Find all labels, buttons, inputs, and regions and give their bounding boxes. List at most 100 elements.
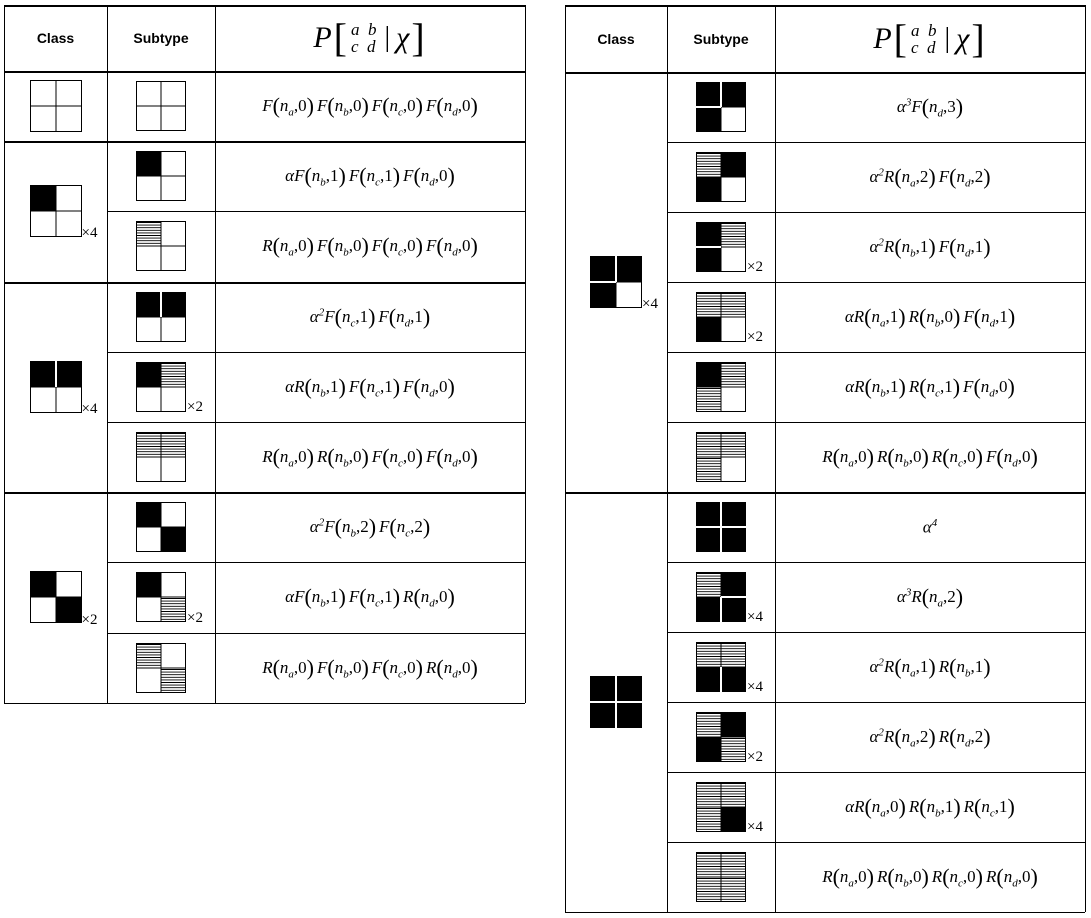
subtype-tile-icon xyxy=(696,852,746,902)
class-tile-icon xyxy=(29,360,82,413)
table-rule xyxy=(4,702,525,704)
subtype-cell xyxy=(667,282,775,352)
probability-formula-cell: R(na,0)R(nb,0)F(nc,0)F(nd,0) xyxy=(215,422,525,492)
subtype-cell xyxy=(667,142,775,212)
hatched-quadrant xyxy=(696,808,721,832)
subtype-cell xyxy=(107,422,215,492)
probability-formula-cell: α3R(na,2) xyxy=(775,562,1085,632)
subtype-cell xyxy=(107,352,215,422)
table-rule xyxy=(667,842,1085,843)
probability-formula-cell: α2R(na,1)R(nb,1) xyxy=(775,632,1085,702)
class-multiplicity: ×4 xyxy=(81,400,98,417)
column-rule xyxy=(525,5,526,703)
class-multiplicity: ×4 xyxy=(642,296,658,312)
filled-quadrant xyxy=(721,597,746,622)
subtype-cell xyxy=(667,212,775,282)
probability-formula: R(na,0)R(nb,0)F(nc,0)F(nd,0) xyxy=(262,444,478,470)
prob-condition: χ xyxy=(396,21,410,54)
hatched-quadrant xyxy=(696,643,721,668)
subtype-tile-icon xyxy=(136,432,186,483)
subtype-multiplicity: ×2 xyxy=(747,749,763,765)
filled-quadrant xyxy=(161,291,186,317)
hatched-quadrant xyxy=(721,363,746,388)
hatched-quadrant xyxy=(161,598,186,623)
subtype-cell xyxy=(667,842,775,912)
prob-symbol: P xyxy=(873,21,892,55)
table-rule xyxy=(667,422,1085,423)
filled-quadrant xyxy=(721,712,746,737)
filled-quadrant xyxy=(29,360,56,387)
probability-formula: F(na,0)F(nb,0)F(nc,0)F(nd,0) xyxy=(262,93,478,119)
subtype-tile-icon xyxy=(696,502,746,552)
class-tile-icon xyxy=(29,571,82,624)
table-rule xyxy=(107,562,525,564)
hatched-quadrant xyxy=(136,222,161,247)
hatched-quadrant xyxy=(721,643,746,668)
table-rule xyxy=(4,281,525,284)
filled-quadrant xyxy=(721,82,746,107)
class-cell xyxy=(4,71,107,141)
probability-formula: αR(na,0)R(nb,1)R(nc,1) xyxy=(845,794,1015,820)
class-cell xyxy=(4,141,107,281)
subtype-cell xyxy=(667,702,775,772)
table-rule xyxy=(667,282,1085,283)
class-tile-icon xyxy=(29,185,82,238)
probability-formula: αF(nb,1)F(nc,1)R(nd,0) xyxy=(285,584,455,610)
probability-formula: αR(na,1)R(nb,0)F(nd,1) xyxy=(844,304,1016,330)
table-rule xyxy=(4,5,525,7)
filled-quadrant xyxy=(136,361,161,387)
subtype-cell xyxy=(667,772,775,842)
subtype-tile-icon xyxy=(696,782,746,832)
subtype-multiplicity: ×4 xyxy=(747,609,763,625)
filled-quadrant xyxy=(590,256,616,282)
filled-quadrant xyxy=(721,152,746,177)
filled-quadrant xyxy=(136,572,161,598)
column-rule xyxy=(1085,5,1086,912)
subtype-tile-icon xyxy=(136,81,186,132)
column-rule xyxy=(775,5,776,912)
probability-formula-cell: α2R(na,2)F(nd,2) xyxy=(775,142,1085,212)
probability-formula-cell: αR(na,1)R(nb,0)F(nd,1) xyxy=(775,282,1085,352)
filled-quadrant xyxy=(696,362,721,387)
header-subtype: Subtype xyxy=(133,30,189,46)
filled-quadrant xyxy=(29,571,56,598)
filled-quadrant xyxy=(55,597,82,624)
hatched-quadrant xyxy=(721,433,746,458)
column-rule xyxy=(4,5,5,703)
probability-formula-cell: α3F(nd,3) xyxy=(775,72,1085,142)
hatched-quadrant xyxy=(696,388,721,412)
hatched-quadrant xyxy=(696,153,721,178)
subtype-tile-icon xyxy=(136,502,186,553)
table-rule xyxy=(565,5,1085,7)
probability-formula-cell: α2R(na,2)R(nd,2) xyxy=(775,702,1085,772)
subtype-tile-icon xyxy=(136,221,186,272)
probability-formula-cell: α2F(nb,2)F(nc,2) xyxy=(215,492,525,562)
subtype-multiplicity: ×2 xyxy=(747,329,763,345)
filled-quadrant xyxy=(721,502,746,527)
table-rule xyxy=(4,71,525,73)
subtype-cell xyxy=(667,632,775,702)
hatched-quadrant xyxy=(696,878,721,902)
filled-quadrant xyxy=(696,527,721,552)
probability-formula-cell: α2R(nb,1)F(nd,1) xyxy=(775,212,1085,282)
probability-formula: α3R(na,2) xyxy=(896,584,964,610)
probability-formula-cell: αF(nb,1)F(nc,1)F(nd,0) xyxy=(215,141,525,211)
filled-quadrant xyxy=(696,222,721,247)
hatched-quadrant xyxy=(136,433,161,458)
subtype-cell xyxy=(107,492,215,562)
filled-quadrant xyxy=(721,807,746,832)
table-rule xyxy=(565,912,1085,913)
table-rule xyxy=(107,351,525,353)
hatched-quadrant xyxy=(696,433,721,458)
filled-quadrant xyxy=(590,676,616,702)
probability-formula-cell: α2F(nc,1)F(nd,1) xyxy=(215,282,525,352)
table-rule xyxy=(667,212,1085,213)
table-rule xyxy=(107,422,525,423)
filled-quadrant xyxy=(616,256,642,282)
column-rule xyxy=(107,5,108,703)
table-rule xyxy=(4,492,525,495)
filled-quadrant xyxy=(696,177,721,202)
